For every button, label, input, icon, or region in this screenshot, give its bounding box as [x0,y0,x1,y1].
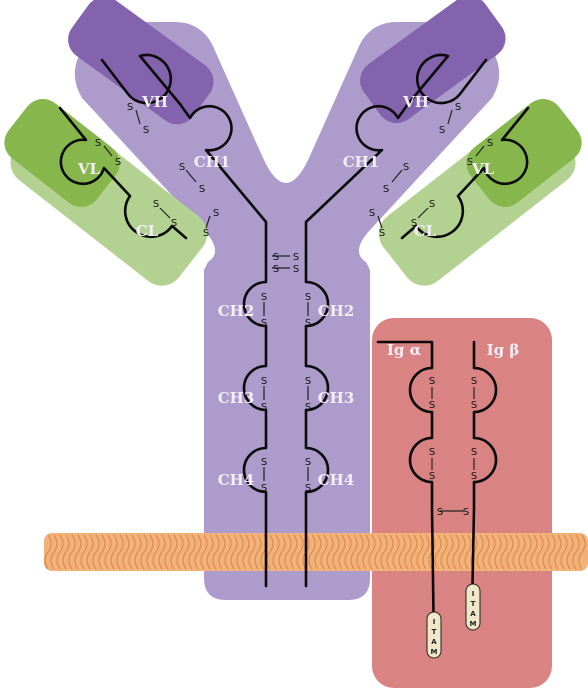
itam-alpha: I T A M [427,612,441,658]
s-label: S [455,102,461,113]
cell-membrane [44,533,588,571]
ch3-left-label: CH3 [218,389,255,407]
s-label: S [261,376,267,387]
s-label: S [261,318,267,329]
s-label: S [179,162,185,173]
s-label: S [439,125,445,136]
s-label: S [463,507,469,518]
itam-letter: M [431,648,438,656]
s-label: S [115,157,121,168]
vl-right-label: VL [471,160,495,178]
s-label: S [261,292,267,303]
s-label: S [437,507,443,518]
ig-beta-label: Ig β [487,341,520,359]
ch4-right-label: CH4 [318,471,355,489]
ig-alpha-label: Ig α [387,341,422,359]
s-label: S [153,199,159,210]
s-label: S [305,457,311,468]
vh-left-label: VH [141,93,168,111]
s-label: S [143,125,149,136]
s-label: S [403,162,409,173]
s-label: S [471,400,477,411]
s-label: S [383,184,389,195]
s-label: S [305,483,311,494]
s-label: S [429,400,435,411]
s-label: S [369,208,375,219]
s-label: S [471,376,477,387]
itam-letter: I [433,618,436,626]
cl-left-label: CL [136,222,159,240]
s-label: S [199,184,205,195]
ch3-right-label: CH3 [318,389,355,407]
s-label: S [273,264,279,275]
s-label: S [379,228,385,239]
s-label: S [429,447,435,458]
ig-alpha-beta-box [372,318,552,688]
s-label: S [305,318,311,329]
itam-letter: M [470,620,477,628]
s-label: S [471,471,477,482]
vh-right-label: VH [402,93,429,111]
s-label: S [471,447,477,458]
ch2-left-label: CH2 [218,302,255,320]
cl-right-label: CL [414,222,437,240]
itam-letter: I [472,590,475,598]
s-label: S [305,402,311,413]
s-label: S [95,138,101,149]
s-label: S [171,218,177,229]
itam-letter: T [432,628,437,636]
s-label: S [305,376,311,387]
s-label: S [127,102,133,113]
vl-left-label: VL [77,160,101,178]
s-label: S [213,208,219,219]
s-label: S [273,252,279,263]
s-label: S [293,264,299,275]
s-label: S [261,457,267,468]
itam-beta: I T A M [466,584,480,630]
s-label: S [293,252,299,263]
s-label: S [487,138,493,149]
s-label: S [305,292,311,303]
ch1-right-label: CH1 [343,153,380,171]
ch2-right-label: CH2 [318,302,355,320]
s-label: S [261,402,267,413]
itam-letter: A [431,638,437,646]
ch4-left-label: CH4 [218,471,255,489]
s-label: S [429,471,435,482]
s-label: S [429,199,435,210]
ch1-left-label: CH1 [194,153,231,171]
s-label: S [261,483,267,494]
s-label: S [429,376,435,387]
itam-letter: A [470,610,476,618]
s-label: S [203,228,209,239]
itam-letter: T [471,600,476,608]
